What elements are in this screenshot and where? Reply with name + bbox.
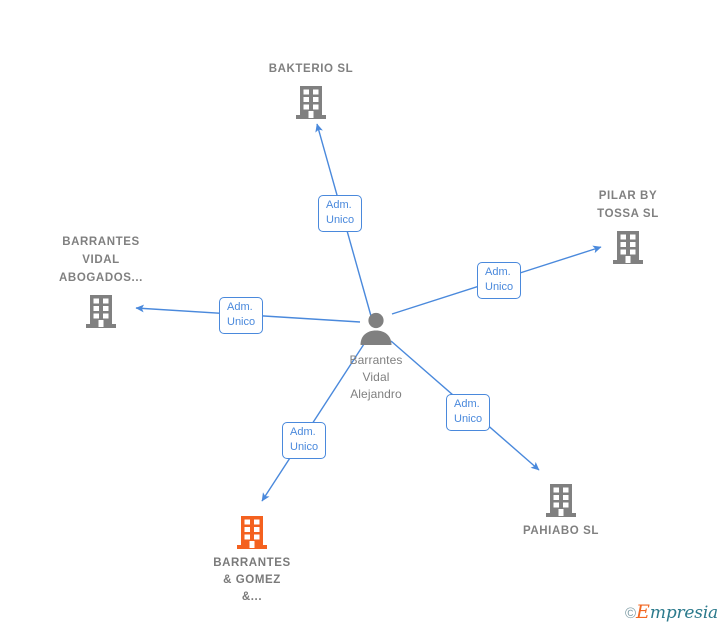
node-person-barrantes-vidal-alejandro[interactable]: Barrantes Vidal Alejandro bbox=[301, 307, 451, 402]
node-pahiabo-label-line1: PAHIABO SL bbox=[522, 525, 600, 537]
person-icon bbox=[360, 312, 392, 345]
node-barrantes-gomez-label-line3: &... bbox=[241, 591, 263, 603]
edge-label-barrantes-gomez[interactable]: Adm. Unico bbox=[282, 422, 327, 459]
building-icon bbox=[613, 231, 643, 264]
copyright-icon: © bbox=[624, 605, 637, 622]
node-person-label-line2: Vidal bbox=[362, 370, 390, 384]
edge-label-pahiabo[interactable]: Adm. Unico bbox=[446, 394, 491, 431]
edge-label-pahiabo-line2: Unico bbox=[454, 413, 483, 425]
node-person-label-line1: Barrantes bbox=[349, 353, 403, 367]
node-pilar-by-tossa[interactable]: PILAR BY TOSSA SL bbox=[553, 189, 703, 269]
node-barrantes-vidal-abogados[interactable]: BARRANTES VIDAL ABOGADOS... bbox=[26, 235, 176, 333]
edge-label-bakterio[interactable]: Adm. Unico bbox=[318, 195, 363, 232]
node-pahiabo[interactable]: PAHIABO SL bbox=[486, 478, 636, 539]
edge-label-pilar-line2: Unico bbox=[485, 281, 514, 293]
building-icon bbox=[296, 86, 326, 119]
building-icon bbox=[86, 295, 116, 328]
node-barrantes-gomez[interactable]: BARRANTES & GOMEZ &... bbox=[177, 510, 327, 605]
node-bakterio-label-line1: BAKTERIO SL bbox=[268, 63, 354, 75]
node-barrantes-gomez-label-line1: BARRANTES bbox=[213, 557, 291, 569]
node-pilar-by-tossa-label-line2: TOSSA SL bbox=[597, 208, 659, 220]
node-pilar-by-tossa-label-line1: PILAR BY bbox=[598, 190, 658, 202]
node-barrantes-vidal-abogados-label-line3: ABOGADOS... bbox=[59, 272, 143, 284]
building-icon bbox=[237, 516, 267, 549]
edge-label-abogados[interactable]: Adm. Unico bbox=[219, 297, 264, 334]
edge-label-barrantes-gomez-line1: Adm. bbox=[290, 426, 316, 438]
edge-label-pilar-line1: Adm. bbox=[485, 266, 511, 278]
building-icon bbox=[546, 484, 576, 517]
edge-label-abogados-line2: Unico bbox=[227, 316, 256, 328]
brand-name: mpresia bbox=[649, 603, 718, 623]
node-barrantes-gomez-label-line2: & GOMEZ bbox=[223, 574, 281, 586]
empresia-watermark: ©Empresia bbox=[625, 601, 718, 623]
node-barrantes-vidal-abogados-label-line2: VIDAL bbox=[82, 254, 120, 266]
edge-label-abogados-line1: Adm. bbox=[227, 301, 253, 313]
node-person-label-line3: Alejandro bbox=[350, 387, 402, 401]
edge-label-barrantes-gomez-line2: Unico bbox=[290, 441, 319, 453]
edge-label-pahiabo-line1: Adm. bbox=[454, 398, 480, 410]
edge-label-pilar[interactable]: Adm. Unico bbox=[477, 262, 522, 299]
node-barrantes-vidal-abogados-label-line1: BARRANTES bbox=[62, 236, 140, 248]
edge-label-bakterio-line2: Unico bbox=[326, 214, 355, 226]
node-bakterio[interactable]: BAKTERIO SL bbox=[236, 62, 386, 124]
edge-label-bakterio-line1: Adm. bbox=[326, 199, 352, 211]
brand-initial: E bbox=[636, 601, 650, 623]
